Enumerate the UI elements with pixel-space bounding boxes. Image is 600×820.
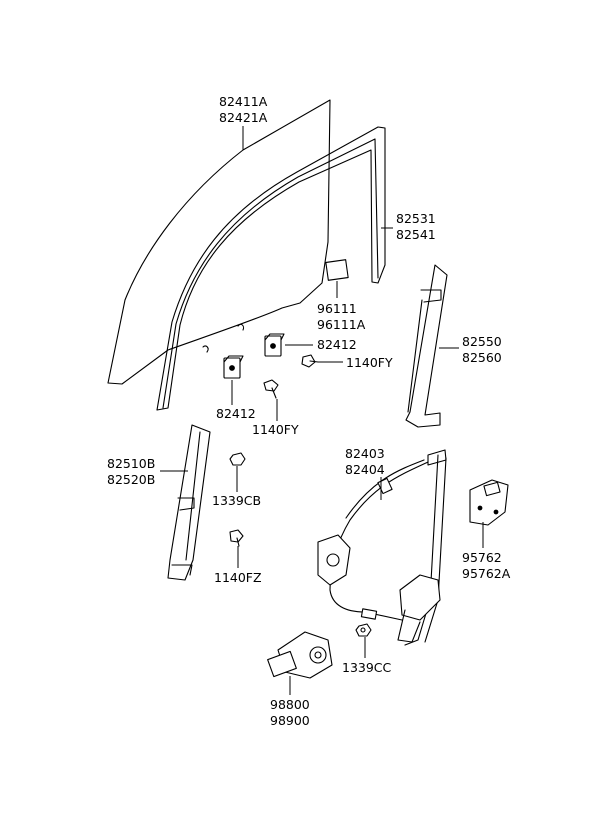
window-motor bbox=[267, 631, 333, 679]
nut-1339cc bbox=[355, 623, 372, 637]
bolt-1140fy-upper bbox=[301, 354, 319, 368]
label-nut-1339cc: 1339CC bbox=[342, 660, 392, 675]
label-run-channel-1: 82531 bbox=[396, 211, 436, 226]
label-run-channel-2: 82541 bbox=[396, 227, 436, 242]
leader-lines bbox=[160, 126, 484, 695]
label-clip-upper: 82412 bbox=[317, 337, 357, 352]
bolt-1140fy-lower bbox=[263, 379, 279, 399]
label-glass-2: 82421A bbox=[219, 110, 268, 125]
label-nut-1339cb: 1339CB bbox=[212, 493, 261, 508]
label-front-channel-2: 82520B bbox=[107, 472, 155, 487]
label-sticker-2: 96111A bbox=[317, 317, 366, 332]
bolt-1140fz bbox=[229, 529, 244, 547]
label-motor-1: 98800 bbox=[270, 697, 310, 712]
regulator-bracket bbox=[469, 479, 509, 526]
label-regulator-1: 82403 bbox=[345, 446, 385, 461]
part-labels: 82411A 82421A 82531 82541 96111 96111A 8… bbox=[107, 94, 511, 728]
rear-channel bbox=[405, 264, 448, 428]
label-bolt-upper: 1140FY bbox=[346, 355, 393, 370]
label-sticker-1: 96111 bbox=[317, 301, 357, 316]
label-sticker bbox=[325, 259, 349, 281]
glass-clip-upper bbox=[264, 333, 285, 357]
label-bracket-2: 95762A bbox=[462, 566, 511, 581]
label-clip-lower: 82412 bbox=[216, 406, 256, 421]
label-regulator-2: 82404 bbox=[345, 462, 385, 477]
window-regulator bbox=[317, 449, 447, 646]
nut-1339cb bbox=[229, 452, 246, 466]
label-rear-channel-1: 82550 bbox=[462, 334, 502, 349]
label-motor-2: 98900 bbox=[270, 713, 310, 728]
front-channel bbox=[167, 424, 211, 581]
label-glass-1: 82411A bbox=[219, 94, 268, 109]
label-front-channel-1: 82510B bbox=[107, 456, 155, 471]
label-bolt-1140fz: 1140FZ bbox=[214, 570, 262, 585]
label-bracket-1: 95762 bbox=[462, 550, 502, 565]
label-bolt-lower: 1140FY bbox=[252, 422, 299, 437]
label-rear-channel-2: 82560 bbox=[462, 350, 502, 365]
door-glass bbox=[107, 99, 349, 385]
glass-run-channel bbox=[156, 126, 386, 411]
glass-clip-lower bbox=[223, 355, 244, 379]
